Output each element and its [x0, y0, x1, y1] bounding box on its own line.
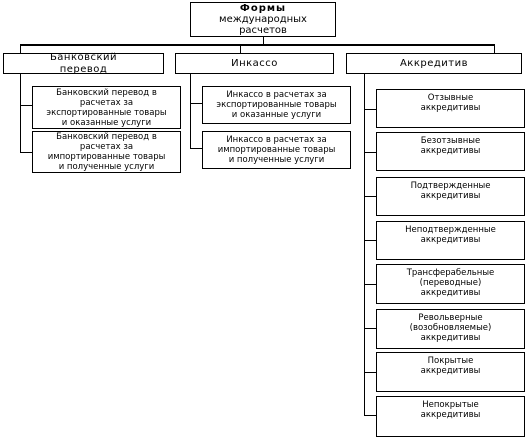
connector-loc-item-4: [364, 240, 376, 241]
connector-bank-transfer-item-2: [20, 152, 32, 153]
branch-bank-transfer: Банковский перевод: [3, 52, 164, 75]
connector-bank-transfer-item-1: [20, 105, 32, 106]
loc-revolving: Револьверные (возобновляемые) аккредитив…: [376, 309, 525, 349]
connector-loc-item-7: [364, 372, 376, 373]
connector-horizontal-bus: [20, 44, 495, 46]
connector-collection-item-1: [190, 103, 202, 104]
bank-transfer-export: Банковский перевод в расчетах за экспорт…: [32, 86, 181, 129]
connector-root-down: [263, 36, 264, 44]
loc-revocable: Отзывные аккредитивы: [376, 89, 525, 128]
connector-bank-transfer-spine: [20, 74, 21, 152]
bank-transfer-import: Банковский перевод в расчетах за импорти…: [32, 131, 181, 173]
loc-irrevocable: Безотзывные аккредитивы: [376, 132, 525, 171]
connector-loc-item-1: [364, 109, 376, 110]
connector-letter-of-credit-spine: [364, 74, 365, 415]
loc-transferable: Трансферабельные (переводные) аккредитив…: [376, 264, 525, 304]
connector-collection-spine: [190, 74, 191, 149]
branch-collection: Инкассо: [175, 53, 334, 74]
connector-loc-item-2: [364, 152, 376, 153]
branch-letter-of-credit: Аккредитив: [346, 53, 522, 74]
loc-covered: Покрытые аккредитивы: [376, 352, 525, 392]
loc-uncovered: Непокрытые аккредитивы: [376, 396, 525, 437]
connector-loc-item-5: [364, 284, 376, 285]
root-title-rest: международных расчетов: [219, 14, 307, 36]
connector-loc-item-3: [364, 196, 376, 197]
loc-unconfirmed: Неподтвержденные аккредитивы: [376, 221, 525, 260]
connector-loc-item-6: [364, 328, 376, 329]
connector-letter-of-credit-down: [494, 44, 495, 53]
connector-loc-item-8: [364, 415, 376, 416]
collection-import: Инкассо в расчетах за импортированные то…: [202, 131, 351, 169]
root-node: Формы международных расчетов: [190, 2, 336, 37]
collection-export: Инкассо в расчетах за экспортированные т…: [202, 86, 351, 124]
root-title-bold: Формы: [239, 3, 287, 14]
connector-collection-down: [240, 44, 241, 53]
loc-confirmed: Подтвержденные аккредитивы: [376, 177, 525, 216]
connector-collection-item-2: [190, 148, 202, 149]
connector-bank-transfer-down: [20, 44, 21, 53]
